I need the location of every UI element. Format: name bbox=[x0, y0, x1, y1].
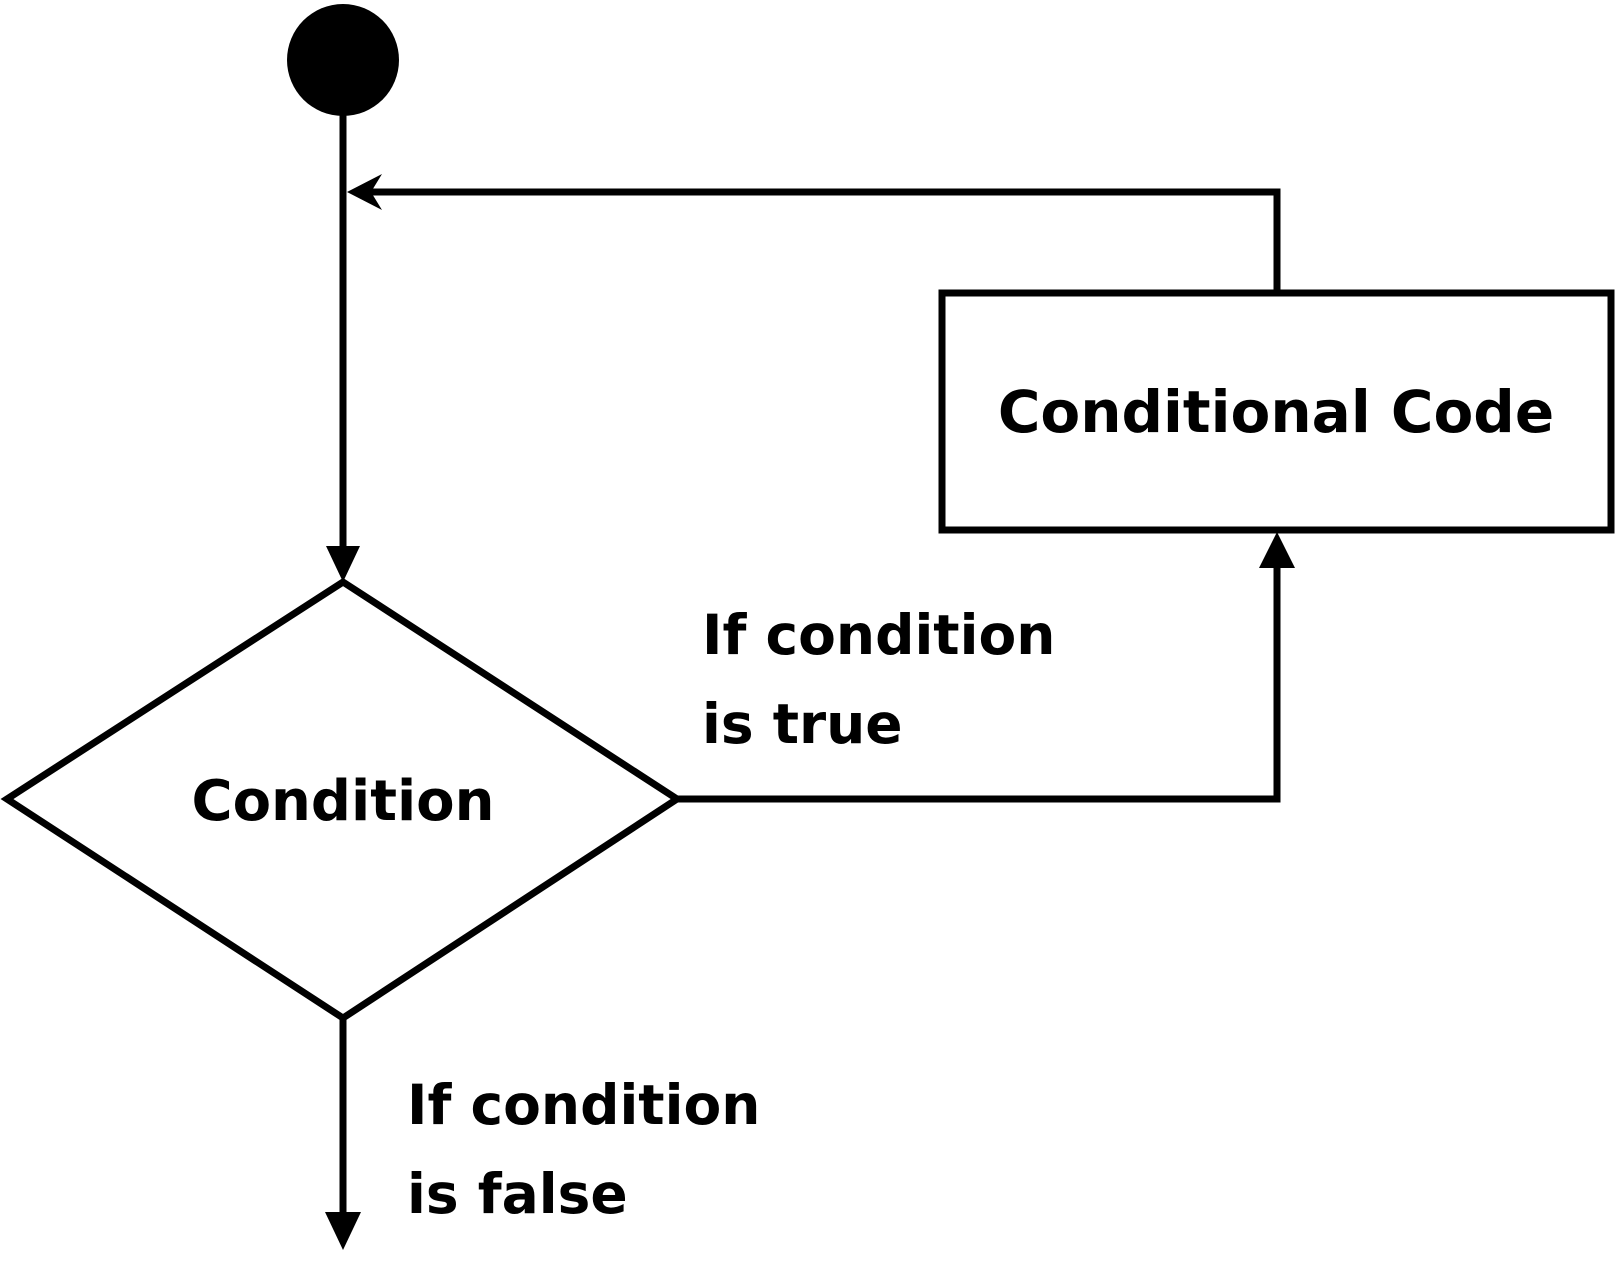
true-branch-label-line2: is true bbox=[702, 692, 903, 756]
true-branch-line bbox=[673, 562, 1281, 803]
conditional-code-label: Conditional Code bbox=[998, 378, 1554, 446]
false-branch-arrowhead bbox=[325, 1212, 361, 1250]
start-node bbox=[287, 4, 399, 116]
false-branch-label-line2: is false bbox=[407, 1162, 628, 1226]
loop-back-line bbox=[368, 188, 1281, 294]
true-branch-label-line1: If condition bbox=[702, 603, 1055, 667]
false-branch-label-line1: If condition bbox=[407, 1073, 760, 1137]
condition-entry-arrowhead bbox=[326, 546, 360, 582]
loop-back-arrowhead bbox=[347, 174, 382, 210]
true-branch-arrowhead bbox=[1259, 532, 1295, 568]
conditional-code-box bbox=[938, 289, 1615, 534]
condition-label: Condition bbox=[191, 769, 494, 834]
